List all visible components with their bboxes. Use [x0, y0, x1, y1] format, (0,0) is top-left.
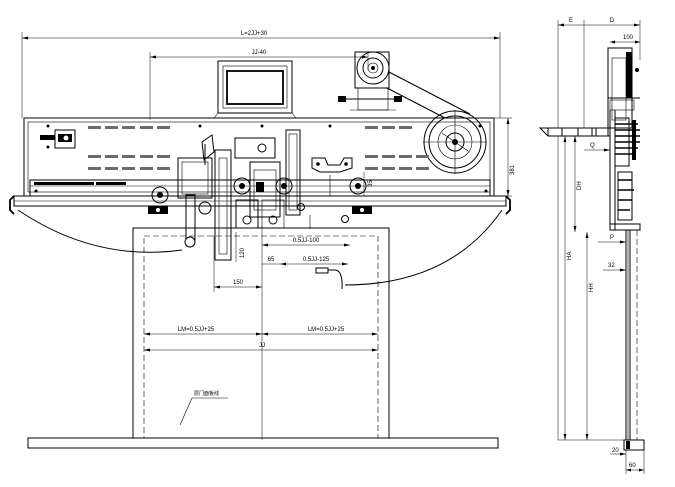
label-hh: HH	[589, 283, 595, 292]
dim-top-inner: JJ-40	[149, 50, 369, 120]
label-half-minus-100: 0.5JJ-100	[293, 238, 320, 244]
label-d60: 60	[629, 463, 636, 469]
drive-pulley	[423, 110, 487, 174]
side-mid-dims: Q DH P	[573, 136, 626, 244]
central-mechanism	[148, 129, 372, 261]
swing-arcs	[17, 209, 503, 286]
label-ha: HA	[567, 252, 573, 260]
label-q: Q	[590, 143, 595, 149]
label-top-inner: JJ-40	[252, 50, 267, 56]
label-overall-length: L=2JJ+30	[241, 31, 268, 37]
side-view: E D 100	[538, 18, 645, 474]
side-top-dims: E D 100	[557, 18, 641, 440]
label-d381: 381	[510, 164, 516, 175]
label-d: D	[610, 18, 615, 24]
door-panel: LM=0.5JJ+25 LM=0.5JJ+25 JJ 层门面板线	[132, 227, 390, 439]
label-half-minus-125: 0.5JJ-125	[303, 257, 330, 263]
plate-slots	[46, 124, 482, 170]
label-jj: JJ	[259, 343, 265, 349]
label-e: E	[569, 18, 573, 24]
label-p: P	[610, 235, 614, 241]
left-end-fitting	[40, 129, 76, 149]
side-sill: 20 60	[558, 439, 645, 474]
sill	[27, 437, 499, 449]
label-d65: 65	[268, 257, 275, 263]
lower-dimensions: 0.5JJ-100 0.5JJ-125 65 150 120 35	[213, 172, 374, 440]
label-d32: 32	[608, 263, 615, 269]
label-d100: 100	[623, 35, 634, 41]
label-d120: 120	[240, 247, 246, 258]
dim-overall-length: L=2JJ+30	[21, 31, 501, 118]
label-dh: DH	[577, 181, 583, 190]
side-operator	[538, 47, 641, 231]
label-callout: 层门面板线	[194, 390, 219, 397]
motor-pulley	[338, 51, 471, 119]
controller-box	[213, 60, 297, 119]
label-d35: 35	[368, 180, 374, 187]
label-lm-right: LM=0.5JJ+25	[308, 327, 345, 333]
side-door: 32 HA HH	[563, 136, 638, 440]
front-view: L=2JJ+30 JJ-40	[9, 31, 516, 449]
label-d150: 150	[233, 280, 244, 286]
label-d20: 20	[612, 448, 619, 454]
label-lm-left: LM=0.5JJ+25	[178, 327, 215, 333]
